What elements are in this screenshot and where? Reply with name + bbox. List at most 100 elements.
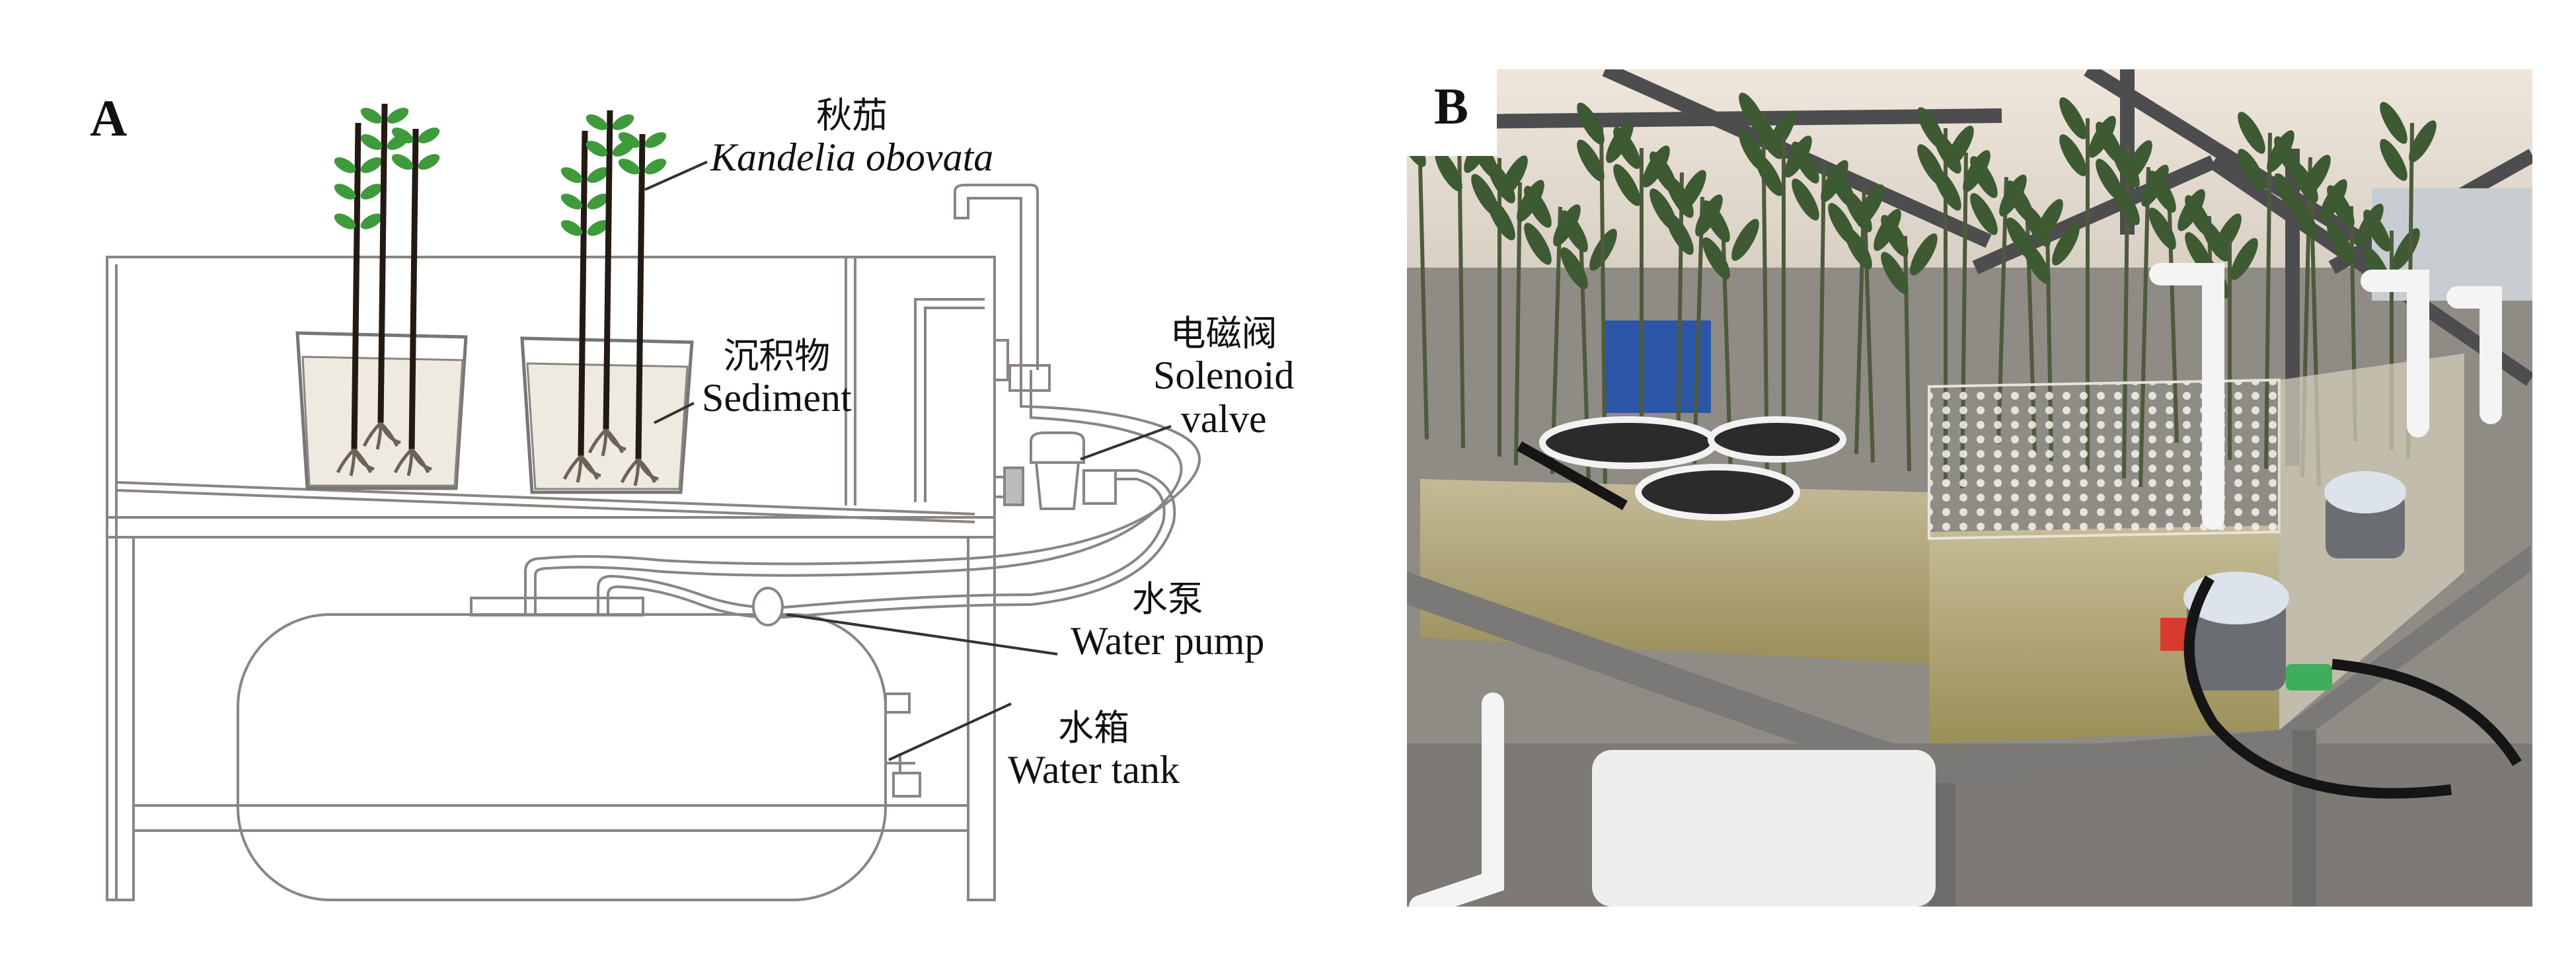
outlet-spout	[954, 184, 1039, 370]
panel-b-photo	[1407, 69, 2532, 907]
leader-tank	[888, 702, 1012, 761]
pvc-pipes	[1409, 263, 2502, 907]
photo-seedling-leaf	[2291, 198, 2318, 240]
valve-inlet-pipe	[995, 476, 1004, 498]
photo-seedling-leaf	[2238, 112, 2265, 154]
seedling-leaf	[586, 114, 608, 130]
photo-seedling-leaf	[2052, 223, 2080, 266]
spout-bracket	[993, 339, 1009, 381]
seedling-roots	[587, 428, 626, 457]
seedling-roots	[362, 422, 401, 450]
photo-seedling-leaf	[1792, 178, 1819, 221]
seedling-leaf	[618, 159, 640, 174]
photo-seedling-leaf	[1844, 190, 1872, 233]
photo-seedling-leaf	[2380, 102, 2407, 144]
overflow-box	[914, 298, 985, 502]
water-pump-body	[752, 587, 784, 626]
seedling-leaf	[360, 108, 383, 124]
photo-seedling-leaf	[1731, 219, 1759, 261]
photo-seedling-leaf	[1792, 141, 1819, 184]
label-tank-en: Water tank	[1008, 748, 1180, 792]
seedling-roots	[562, 455, 601, 483]
valve-cap	[1030, 431, 1085, 464]
photo-seedling-leaf	[1666, 176, 1694, 218]
seedling-leaf	[334, 213, 356, 229]
photo-seedling-leaf	[2291, 161, 2318, 203]
photo-seedling-leaf	[1844, 227, 1872, 270]
photo-seedling-leaf	[2112, 146, 2140, 188]
panel-a-schematic: A	[90, 93, 1294, 901]
photo-seedling-leaf	[1524, 223, 1552, 265]
photo-seedling-leaf	[1755, 117, 1783, 159]
photo-seedling-leaf	[1702, 200, 1730, 242]
seedling-leaf	[644, 132, 667, 148]
valve-body	[1034, 461, 1080, 510]
tank-front-top-mesh	[1928, 378, 2281, 540]
photo-seedling-leaf	[2230, 238, 2258, 280]
label-kandelia-zh: 秋茄	[816, 94, 888, 136]
tank-cap	[470, 597, 644, 616]
seedling-roots	[393, 448, 432, 476]
label-pump-zh: 水泵	[1131, 578, 1203, 620]
seedling-leaf	[418, 128, 440, 143]
seedling-leaf	[560, 220, 583, 236]
water-meters	[2160, 471, 2406, 690]
leg-right	[967, 537, 996, 901]
seedling-leaf	[360, 213, 383, 229]
photo-seedling-leaf	[2238, 149, 2265, 191]
photo-seedling-leaf	[1970, 156, 1998, 198]
seedling-stem	[377, 103, 388, 424]
photo-greenhouse-tanks	[1407, 69, 2532, 907]
seedling-leaf	[587, 167, 609, 183]
photo-seedling-leaf	[2380, 139, 2407, 181]
photo-seedling-leaf	[1613, 127, 1641, 169]
seedling-leaf	[586, 141, 608, 157]
sloped-tray-lower	[116, 489, 975, 523]
shelf-board	[106, 516, 996, 539]
label-valve-zh: 电磁阀	[1170, 313, 1277, 354]
photo-seedling-leaf	[1577, 139, 1605, 182]
photo-seedling-leaf	[2059, 134, 2087, 176]
tank-drain-tap	[886, 753, 921, 798]
photo-seedling-leaf	[1488, 161, 1515, 204]
label-tank-zh: 水箱	[1058, 707, 1130, 749]
leader-plant	[644, 161, 708, 191]
photo-seedling-stem	[1692, 196, 1704, 465]
seedling-stem	[603, 110, 613, 430]
photo-seedling-leaf	[2327, 185, 2355, 227]
photo-seedling-leaf	[1970, 193, 1998, 235]
seedling-leaf	[387, 108, 409, 124]
photo-seedling-stem	[1903, 235, 1911, 472]
photo-seedling-stem	[1676, 172, 1684, 456]
pump-pipe-outer	[597, 478, 1166, 614]
photo-seedling-leaf	[1702, 237, 1730, 279]
seedling-leaf	[360, 157, 383, 173]
photo-seedling-leaf	[2023, 205, 2051, 247]
seedling-leaf	[334, 184, 356, 200]
seedling-leaf	[418, 154, 440, 170]
photo-seedling-stem	[1514, 182, 1522, 466]
photo-seedling-leaf	[1560, 247, 1588, 289]
seedling-leaf	[587, 220, 609, 236]
spout-clamp	[1008, 364, 1051, 392]
seedling-pots	[1539, 416, 1846, 521]
seedling-roots	[620, 458, 659, 486]
seedling-leaf	[360, 134, 383, 150]
photo-seedling-leaf	[2409, 120, 2437, 163]
seedling-stem	[408, 128, 419, 450]
photo-seedling-stem	[1818, 162, 1826, 446]
crossbar-lower	[132, 804, 969, 832]
seedling-leaf	[560, 167, 583, 183]
photo-seedling-leaf	[2392, 228, 2420, 270]
photo-seedling-stem	[1854, 186, 1866, 455]
seedling-leaf	[334, 157, 356, 173]
photo-seedling-leaf	[2059, 97, 2087, 139]
photo-seedling-leaf	[1934, 131, 1961, 174]
tank-port	[884, 692, 911, 714]
photo-seedling-leaf	[1755, 154, 1783, 196]
valve-nut-left	[1003, 466, 1024, 506]
photo-seedling-leaf	[1435, 149, 1462, 192]
photo-seedling-leaf	[2112, 183, 2140, 225]
photo-seedling-leaf	[1881, 215, 1909, 257]
label-kandelia: 秋茄 Kandelia obovata	[710, 94, 993, 178]
